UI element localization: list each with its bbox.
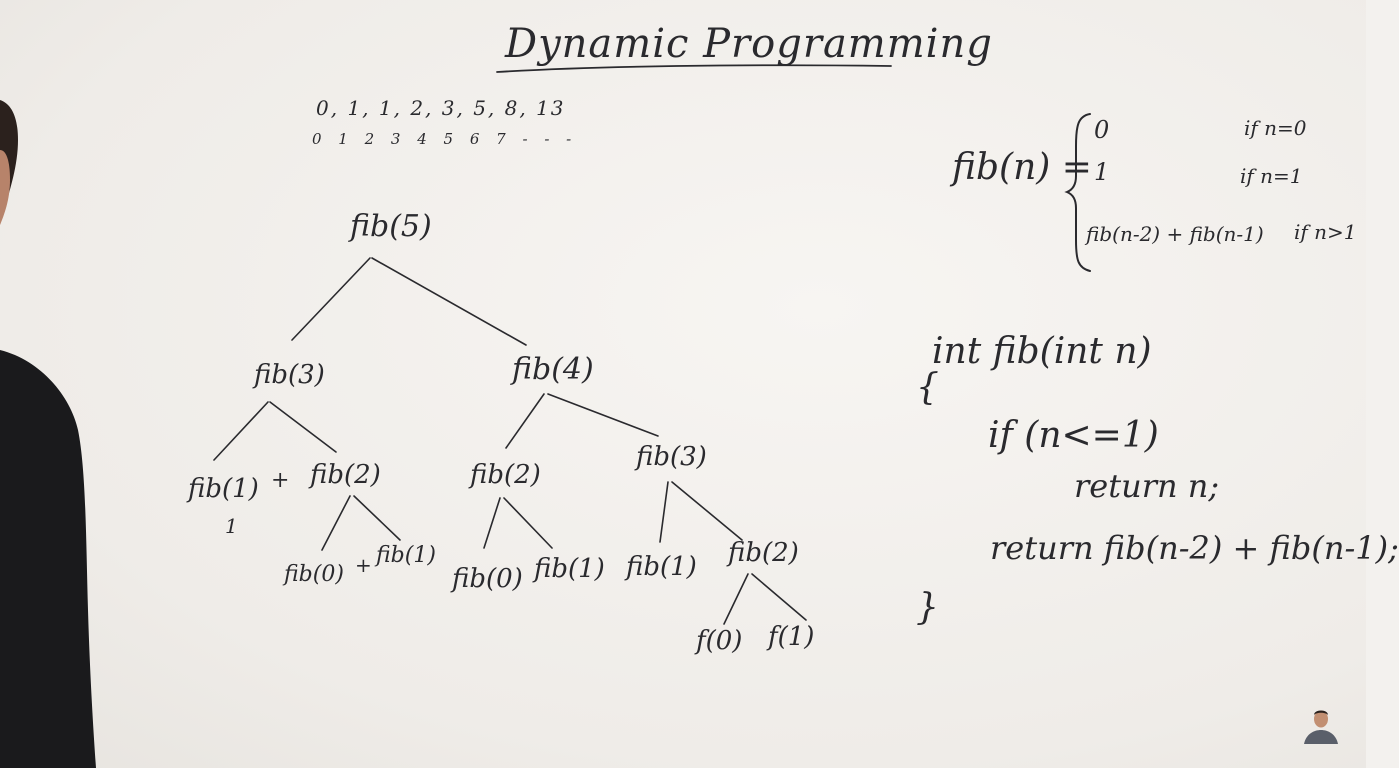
tree-node-fib2: fib(2) (470, 460, 541, 490)
case-one-value: 1 (1094, 158, 1110, 186)
recursion-tree-edges (213, 257, 807, 625)
function-signature: int fib(int n) (932, 331, 1152, 372)
tree-node-fib1: fib(1) (188, 474, 259, 504)
tree-node-value: 1 (225, 514, 238, 538)
tree-node-fib3: fib(3) (254, 360, 325, 390)
tree-node-fib2: fib(2) (728, 538, 799, 568)
presenter (0, 100, 96, 768)
tree-plus-sign: + (355, 553, 372, 577)
close-brace: } (916, 587, 939, 628)
open-brace: { (916, 367, 939, 408)
fibonacci-sequence: 0, 1, 1, 2, 3, 5, 8, 13 (316, 96, 566, 120)
recurrence-brace (1064, 113, 1091, 272)
case-zero-condition: if n=0 (1244, 116, 1307, 140)
case-zero-value: 0 (1094, 116, 1110, 144)
tree-node-fib0: fib(0) (452, 564, 523, 594)
tree-node-fib1: fib(1) (534, 554, 605, 584)
case-general-value: fib(n-2) + fib(n-1) (1086, 222, 1264, 246)
recursive-return: return fib(n-2) + fib(n-1); (990, 529, 1399, 567)
board-title: Dynamic Programming (505, 21, 993, 67)
tree-node-fib0: fib(0) (284, 562, 344, 587)
tree-node-fib1: fib(1) (376, 543, 436, 568)
tree-node-f1: f(1) (768, 622, 815, 652)
tree-node-fib1: fib(1) (626, 552, 697, 582)
tree-node-fib5: fib(5) (350, 209, 432, 244)
tree-plus-sign: + (271, 468, 290, 493)
case-general-condition: if n>1 (1294, 220, 1357, 244)
channel-avatar-icon (1304, 710, 1338, 744)
tree-node-fib4: fib(4) (512, 352, 594, 387)
case-one-condition: if n=1 (1240, 164, 1303, 188)
title-underline (496, 64, 892, 73)
tree-node-f0: f(0) (696, 626, 743, 656)
sequence-indices: 0 1 2 3 4 5 6 7 - - - (312, 130, 578, 148)
base-case-condition: if (n<=1) (988, 415, 1159, 456)
tree-node-fib2: fib(2) (310, 460, 381, 490)
base-case-return: return n; (1074, 467, 1220, 505)
tree-node-fib3: fib(3) (636, 442, 707, 472)
